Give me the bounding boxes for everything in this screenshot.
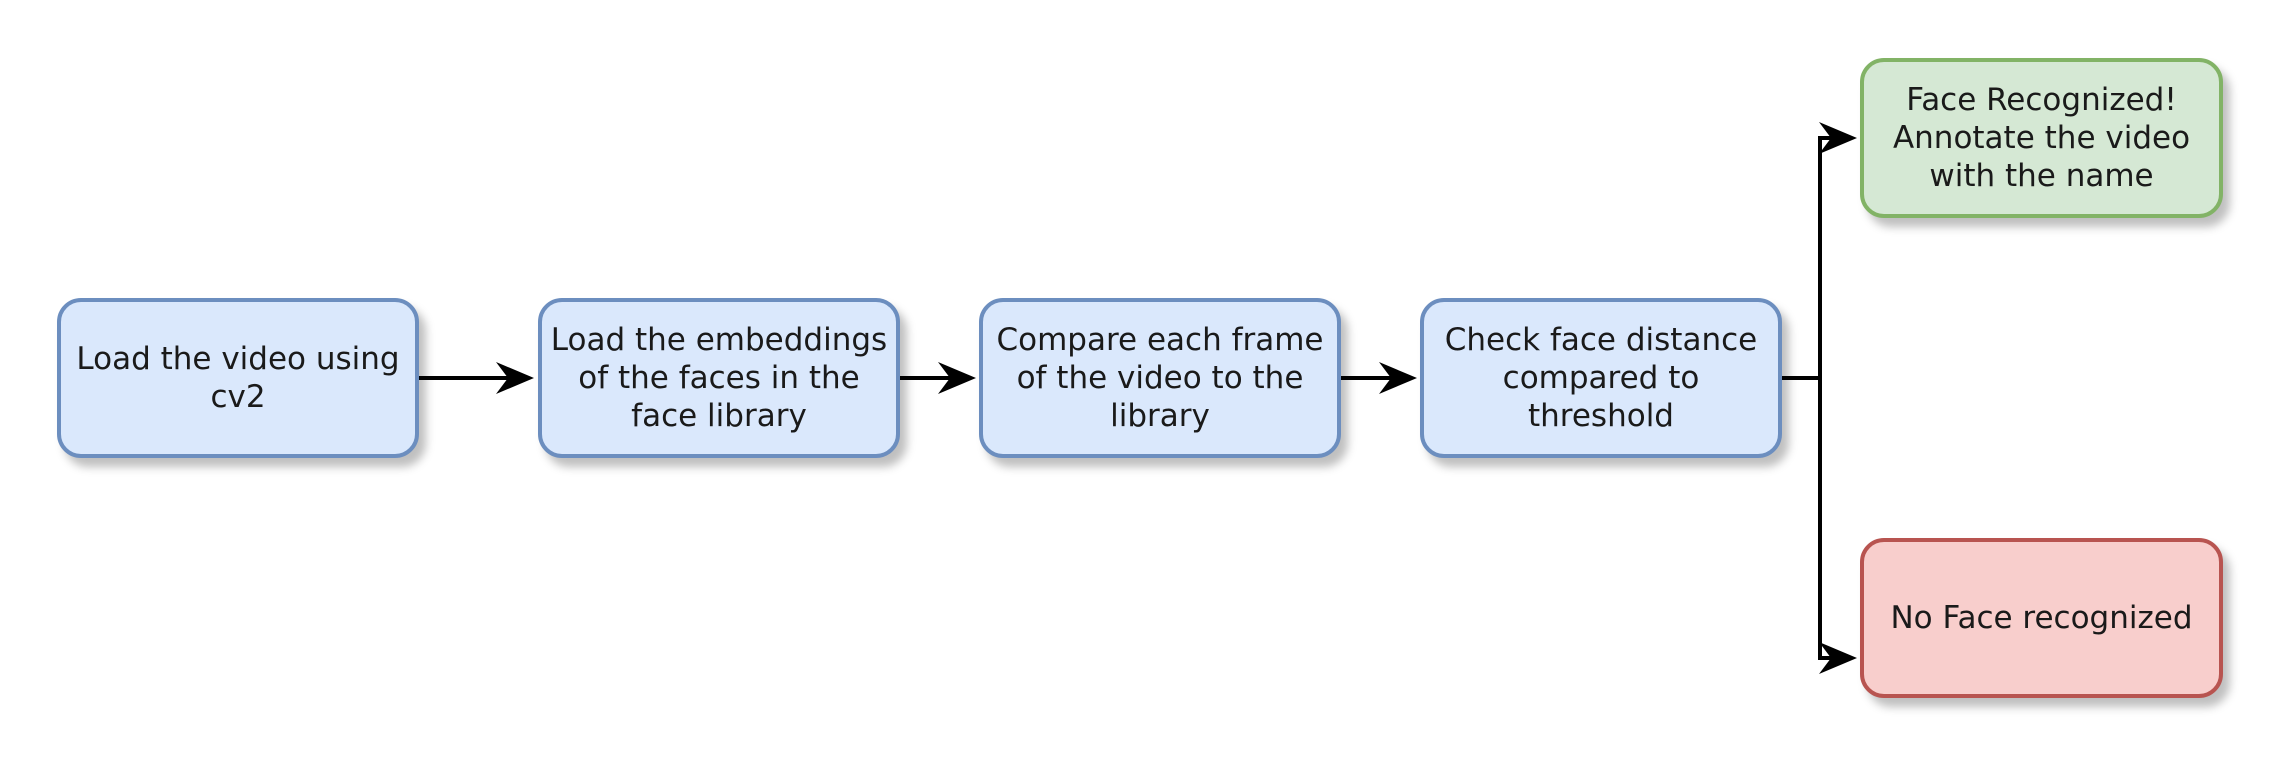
arrowhead-face-recognized [1819,122,1857,154]
arrowhead-load-embeddings [496,362,534,394]
edge-check-distance-to-face-recognized [1782,136,1833,380]
edge-check-distance-to-no-face [1818,378,1833,660]
node-no-face: No Face recognized [1860,538,2223,698]
node-load-embeddings: Load the embeddings of the faces in the … [538,298,900,458]
arrowhead-no-face [1819,642,1857,674]
arrowhead-check-distance [1379,362,1417,394]
node-check-distance: Check face distance compared to threshol… [1420,298,1782,458]
node-load-video: Load the video using cv2 [57,298,419,458]
arrowhead-compare-frames [938,362,976,394]
node-compare-frames: Compare each frame of the video to the l… [979,298,1341,458]
node-face-recognized: Face Recognized! Annotate the video with… [1860,58,2223,218]
